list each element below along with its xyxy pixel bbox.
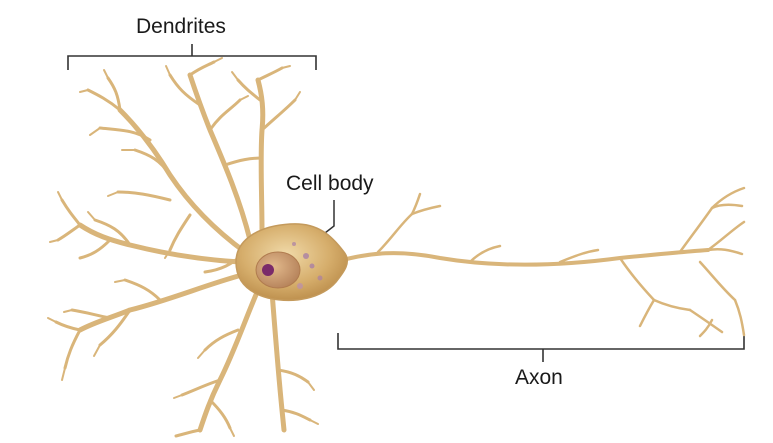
dendrites — [47, 57, 319, 438]
cell-body-label: Cell body — [286, 172, 374, 195]
cell-body — [235, 223, 348, 301]
axon-label: Axon — [515, 366, 563, 389]
nucleolus — [262, 264, 274, 276]
axon — [333, 186, 746, 338]
dendrites-label: Dendrites — [136, 15, 226, 38]
axon-bracket — [337, 333, 745, 362]
dendrites-bracket — [67, 44, 317, 70]
nucleus — [255, 251, 301, 289]
